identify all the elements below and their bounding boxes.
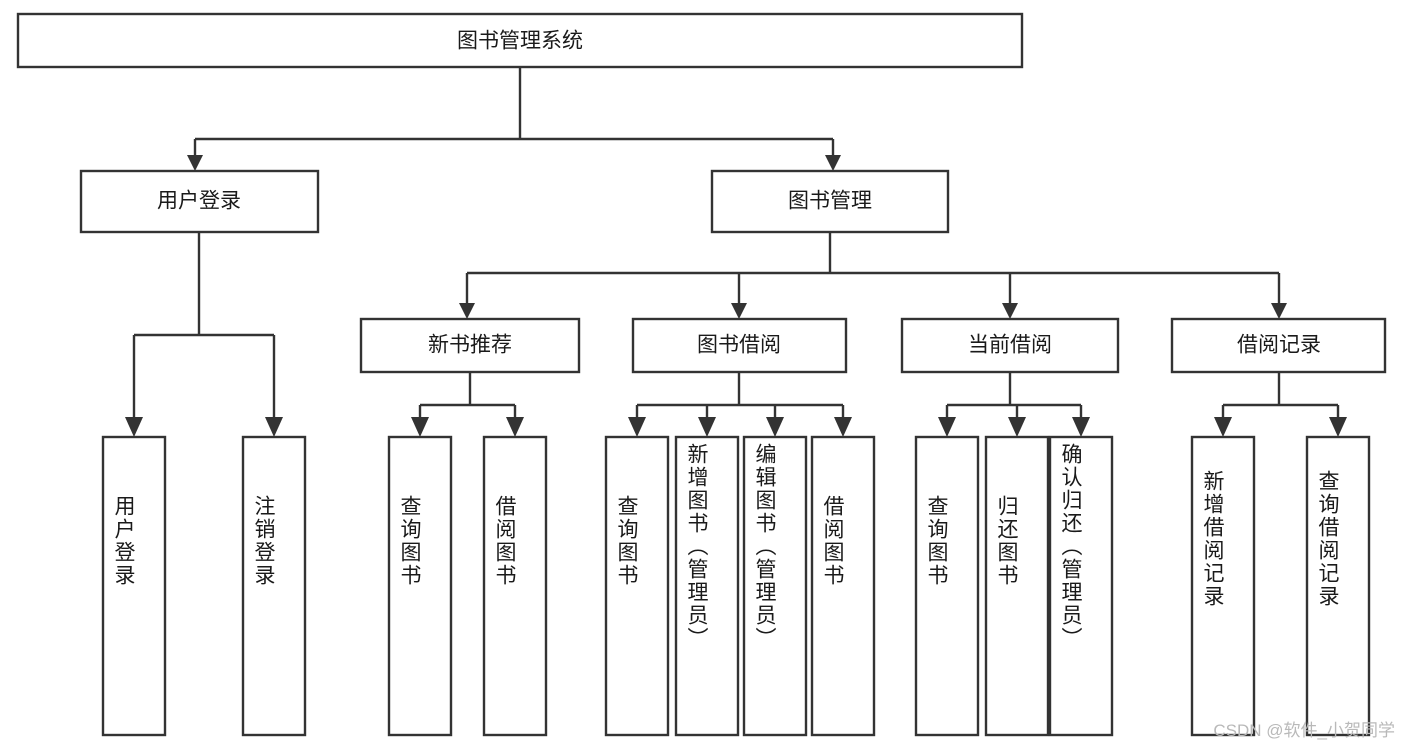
edge-bookborrow-bus (635, 372, 845, 421)
arrowhead-leaf-add-book (698, 417, 716, 437)
arrowhead-book-manage (825, 155, 841, 171)
edge-currentborrow-bus (945, 372, 1083, 421)
arrowhead-leaf-logout (265, 417, 283, 437)
node-leaf-user-login-label: 用户登录 (112, 495, 135, 587)
node-book-management[interactable] (710, 169, 950, 234)
arrowhead-leaf-query-book-1 (411, 417, 429, 437)
csdn-watermark: CSDN @软件_小贺同学 (1213, 721, 1395, 740)
edge-userlogin-bus (132, 232, 276, 421)
connector-layer (125, 67, 1347, 437)
arrowhead-leaf-borrow-book-2 (834, 417, 852, 437)
node-layer: 图书管理系统 用户登录 图书管理 新书推荐 图书借阅 当前借阅 借阅记录 (16, 12, 1387, 737)
node-leaf-query-book-rec-label: 查询图书 (398, 495, 421, 587)
arrowhead-book-borrow (731, 303, 747, 319)
edge-newbook-bus (418, 372, 517, 421)
node-leaf-return-book[interactable] (984, 435, 1050, 737)
node-leaf-query-book-borrow-label: 查询图书 (615, 495, 638, 587)
arrowhead-new-book-rec (459, 303, 475, 319)
node-borrow-record[interactable] (1170, 317, 1387, 374)
node-leaf-confirm-return-admin-label: 确认归还（管理员） (1059, 443, 1082, 650)
node-leaf-add-book-admin[interactable] (674, 435, 740, 737)
node-leaf-query-book-current-label: 查询图书 (925, 495, 948, 587)
node-leaf-query-book-rec[interactable] (387, 435, 453, 737)
arrowhead-leaf-return-book (1008, 417, 1026, 437)
node-leaf-query-book-borrow[interactable] (604, 435, 670, 737)
arrowhead-current-borrow (1002, 303, 1018, 319)
node-current-borrow[interactable] (900, 317, 1120, 374)
node-root-system[interactable] (16, 12, 1024, 69)
arrowhead-user-login (187, 155, 203, 171)
node-leaf-edit-book-admin[interactable] (742, 435, 808, 737)
node-leaf-logout[interactable] (241, 435, 307, 737)
node-leaf-borrow-book-borrow[interactable] (810, 435, 876, 737)
node-leaf-query-book-current[interactable] (914, 435, 980, 737)
node-leaf-add-book-admin-label: 新增图书（管理员） (685, 443, 708, 650)
node-leaf-query-borrow-record-label: 查询借阅记录 (1316, 470, 1339, 608)
node-leaf-borrow-book-rec[interactable] (482, 435, 548, 737)
node-leaf-add-borrow-record[interactable] (1190, 435, 1256, 737)
edge-bookmanage-bus (465, 232, 1281, 303)
node-leaf-confirm-return-admin[interactable] (1048, 435, 1114, 737)
arrowhead-leaf-query-book-2 (628, 417, 646, 437)
node-user-login-label: 用户登录 (157, 190, 241, 213)
arrowhead-leaf-user-login (125, 417, 143, 437)
arrowhead-leaf-query-record (1329, 417, 1347, 437)
node-leaf-borrow-book-borrow-label: 借阅图书 (821, 495, 844, 587)
arrowhead-leaf-add-record (1214, 417, 1232, 437)
arrowhead-leaf-borrow-book-1 (506, 417, 524, 437)
node-leaf-logout-label: 注销登录 (252, 495, 275, 587)
arrowhead-leaf-confirm-return (1072, 417, 1090, 437)
arrowhead-borrow-record (1271, 303, 1287, 319)
arrowhead-leaf-query-book-3 (938, 417, 956, 437)
node-new-book-recommend-label: 新书推荐 (428, 334, 512, 357)
node-leaf-edit-book-admin-label: 编辑图书（管理员） (753, 443, 776, 650)
node-leaf-borrow-book-rec-label: 借阅图书 (493, 495, 516, 587)
node-book-borrow[interactable] (631, 317, 848, 374)
node-root-system-label: 图书管理系统 (457, 30, 583, 53)
edge-borrowrecord-bus (1221, 372, 1340, 421)
node-leaf-return-book-label: 归还图书 (995, 495, 1018, 587)
node-leaf-user-login[interactable] (101, 435, 167, 737)
node-new-book-recommend[interactable] (359, 317, 581, 374)
node-leaf-add-borrow-record-label: 新增借阅记录 (1201, 470, 1224, 608)
node-user-login[interactable] (79, 169, 320, 234)
edge-root-bus (193, 67, 835, 155)
node-borrow-record-label: 借阅记录 (1237, 334, 1321, 357)
node-book-borrow-label: 图书借阅 (697, 334, 781, 357)
arrowhead-leaf-edit-book (766, 417, 784, 437)
node-leaf-query-borrow-record[interactable] (1305, 435, 1371, 737)
node-book-management-label: 图书管理 (788, 190, 872, 213)
node-current-borrow-label: 当前借阅 (968, 334, 1052, 357)
